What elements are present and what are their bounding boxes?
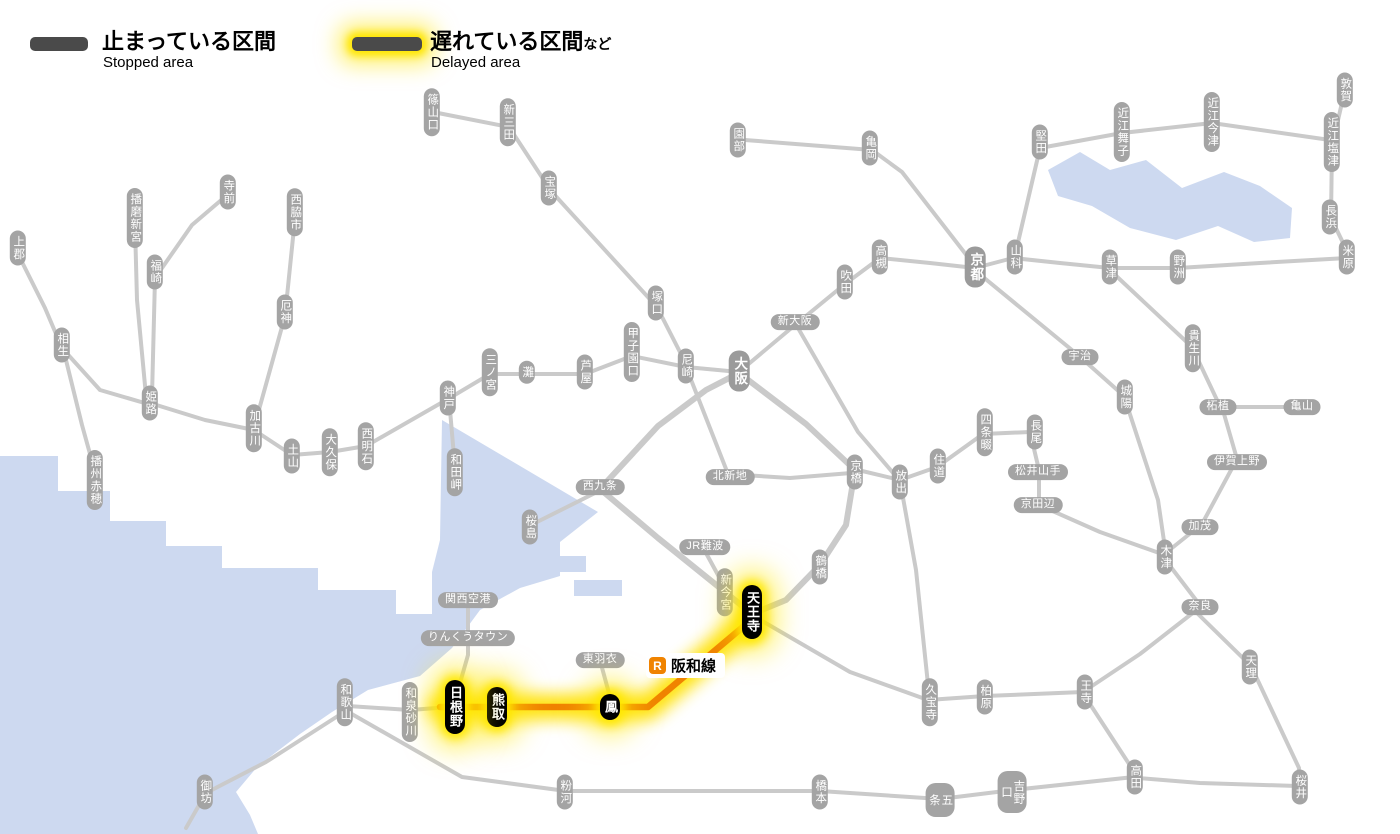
rail-line [148, 256, 1349, 457]
rail-line [1084, 696, 1135, 772]
rail-line [686, 370, 853, 480]
delayed-area-label-ja: 遅れている区間など [430, 24, 611, 56]
rail-line [755, 610, 1196, 702]
hanwa-line-label: R 阪和線 [646, 653, 726, 678]
delayed-area-swatch [352, 37, 422, 51]
water-area [574, 580, 622, 596]
water-area [544, 556, 586, 572]
rail-line [743, 138, 973, 263]
stopped-area-label-ja: 止まっている区間 [102, 29, 277, 54]
rail-line [1165, 405, 1302, 554]
line-symbol-r-icon: R [649, 657, 666, 674]
rail-line [436, 111, 686, 362]
rail-line [133, 224, 148, 398]
delayed-area-label-ja-main: 遅れている区間 [430, 29, 584, 54]
water-area [1048, 152, 1292, 242]
delayed-area-label-en: Delayed area [431, 54, 521, 71]
rail-line [597, 370, 858, 617]
rail-line [1329, 92, 1349, 253]
rail-line [599, 662, 612, 699]
rail-line [1165, 560, 1198, 602]
rail-line [1110, 270, 1219, 402]
rail-line [531, 490, 599, 526]
rail-line [253, 216, 297, 426]
rail-line [796, 326, 931, 696]
hanwa-line-name: 阪和線 [671, 658, 717, 675]
rail-line [975, 270, 1167, 550]
rail-line [348, 711, 1136, 801]
stopped-area-label-en: Stopped area [103, 54, 194, 71]
water-area [0, 420, 598, 834]
delayed-line-segment [436, 617, 754, 711]
stopped-area-swatch [30, 37, 88, 51]
delayed-area-label-ja-suffix: など [583, 36, 612, 52]
rail-line [184, 712, 343, 830]
rail-line [16, 252, 150, 406]
rail-line [150, 194, 228, 398]
